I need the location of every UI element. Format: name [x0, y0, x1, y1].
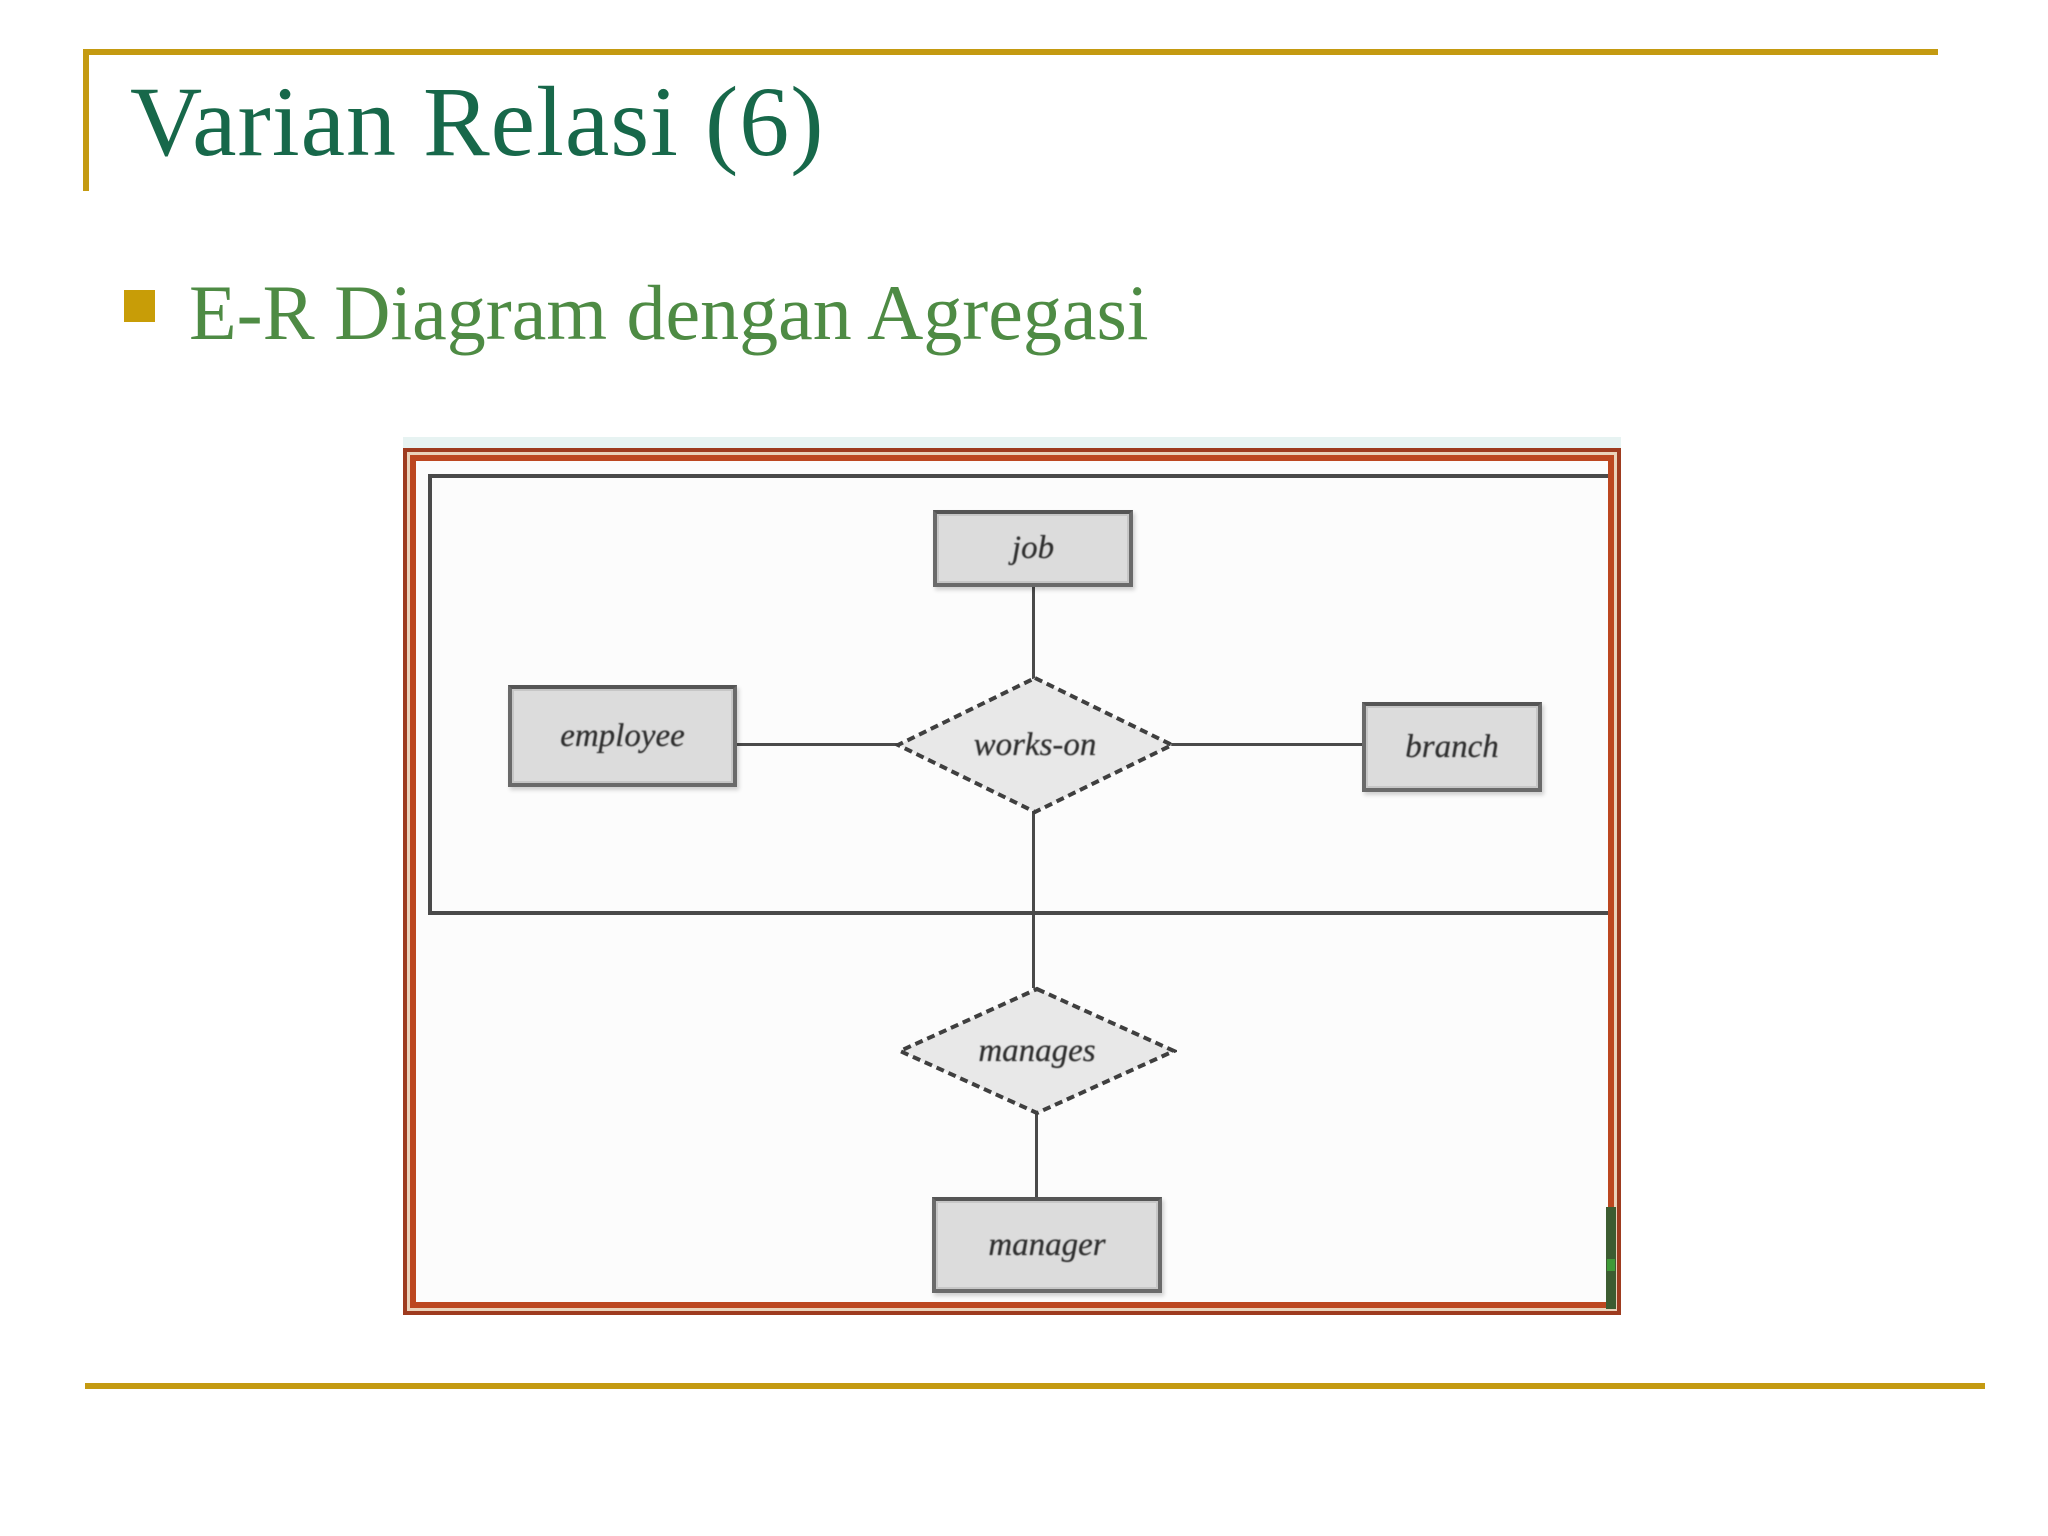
entity-employee: employee — [508, 685, 737, 787]
figure-frame-inner — [410, 455, 1614, 1308]
entity-manager: manager — [932, 1197, 1162, 1293]
aggregation-boundary — [428, 474, 1608, 915]
page-title: Varian Relasi (6) — [130, 66, 825, 177]
bullet-item: E-R Diagram dengan Agregasi — [124, 268, 1149, 358]
left-accent-rule — [83, 49, 89, 191]
line-manages-manager — [1035, 1112, 1038, 1199]
entity-job: job — [933, 510, 1133, 587]
line-employee-workson — [733, 743, 900, 746]
entity-employee-label: employee — [560, 717, 685, 754]
line-workson-branch — [1170, 743, 1362, 746]
relationship-manages-label: manages — [978, 1032, 1096, 1069]
entity-job-label: job — [1011, 530, 1055, 566]
figure-top-strip — [403, 437, 1621, 448]
bullet-square-icon — [124, 290, 155, 322]
entity-branch: branch — [1362, 702, 1542, 792]
bottom-rule — [85, 1383, 1985, 1389]
top-rule — [83, 49, 1938, 55]
er-diagram-figure: job employee branch manager works-on man… — [403, 437, 1621, 1315]
line-workson-manages — [1032, 811, 1035, 988]
figure-frame — [403, 448, 1621, 1315]
diamond-shape-icon — [897, 986, 1177, 1116]
scan-artifact-highlight — [1607, 1259, 1615, 1271]
bullet-text: E-R Diagram dengan Agregasi — [189, 269, 1149, 356]
relationship-works-on-label: works-on — [973, 726, 1097, 763]
entity-manager-label: manager — [988, 1226, 1106, 1263]
diamond-shape-icon — [895, 675, 1175, 815]
figure-frame-gap — [407, 452, 1617, 1311]
relationship-works-on: works-on — [895, 675, 1175, 815]
line-job-workson — [1032, 587, 1035, 679]
entity-branch-label: branch — [1405, 728, 1499, 765]
scan-artifact — [1606, 1207, 1616, 1309]
relationship-manages: manages — [897, 986, 1177, 1116]
